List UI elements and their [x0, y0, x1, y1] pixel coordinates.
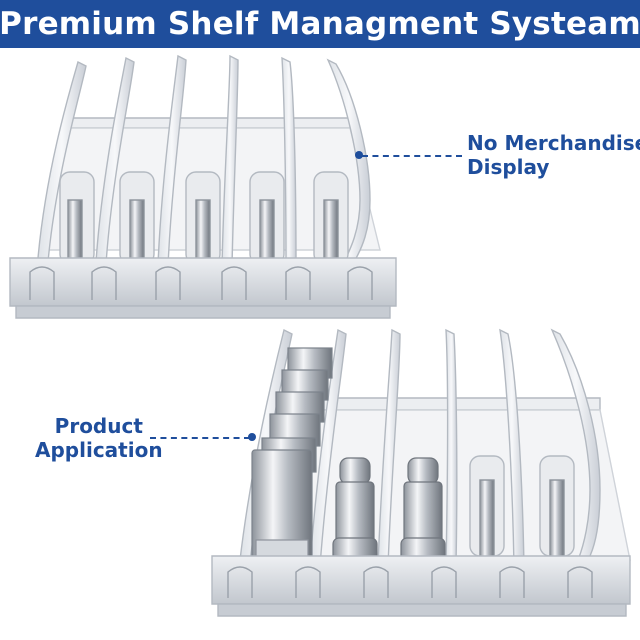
callout-top-line1: No Merchandise [467, 131, 640, 155]
callout-leader-top [362, 155, 462, 157]
callout-product-application: Product Application [35, 414, 163, 462]
callout-dot-bottom [248, 433, 256, 441]
callout-dot-top [355, 151, 363, 159]
page-title: Premium Shelf Managment Systeam [0, 6, 640, 42]
product-organizer-image [211, 328, 631, 617]
callout-bottom-line1: Product [54, 414, 143, 438]
callout-no-merchandise: No Merchandise Display [467, 131, 640, 179]
callout-bottom-line2: Application [35, 438, 163, 462]
empty-organizer-image [9, 54, 397, 319]
title-banner: Premium Shelf Managment Systeam [0, 0, 640, 48]
callout-top-line2: Display [467, 155, 550, 179]
callout-leader-bottom [150, 437, 250, 439]
